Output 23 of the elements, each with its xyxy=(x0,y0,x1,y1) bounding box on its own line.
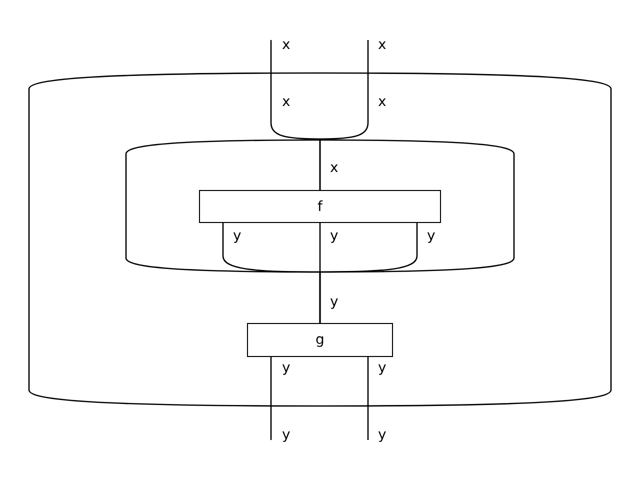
bubble-region xyxy=(126,140,514,272)
morphism-label: g xyxy=(316,332,324,348)
wire xyxy=(270,357,272,440)
wire-label: y xyxy=(282,360,290,376)
wire-label: y xyxy=(330,228,338,244)
wire-label: y xyxy=(378,427,386,443)
morphism-box xyxy=(199,190,441,223)
wire-label: y xyxy=(330,294,338,310)
wire xyxy=(319,223,418,323)
wire xyxy=(319,40,369,190)
bubble-region xyxy=(29,73,611,406)
morphism-label: f xyxy=(318,198,322,214)
morphism-box xyxy=(247,323,393,357)
wire-label: y xyxy=(233,228,242,244)
wire-label: y xyxy=(378,360,386,376)
wire-label: x xyxy=(378,94,386,110)
wire-label: x xyxy=(378,37,386,53)
wire-label: x xyxy=(330,160,338,176)
wire-label: y xyxy=(282,427,290,443)
wire-label: y xyxy=(427,228,436,244)
wire-label: x xyxy=(282,37,290,53)
wire-label: x xyxy=(282,94,290,110)
wire xyxy=(367,357,369,440)
